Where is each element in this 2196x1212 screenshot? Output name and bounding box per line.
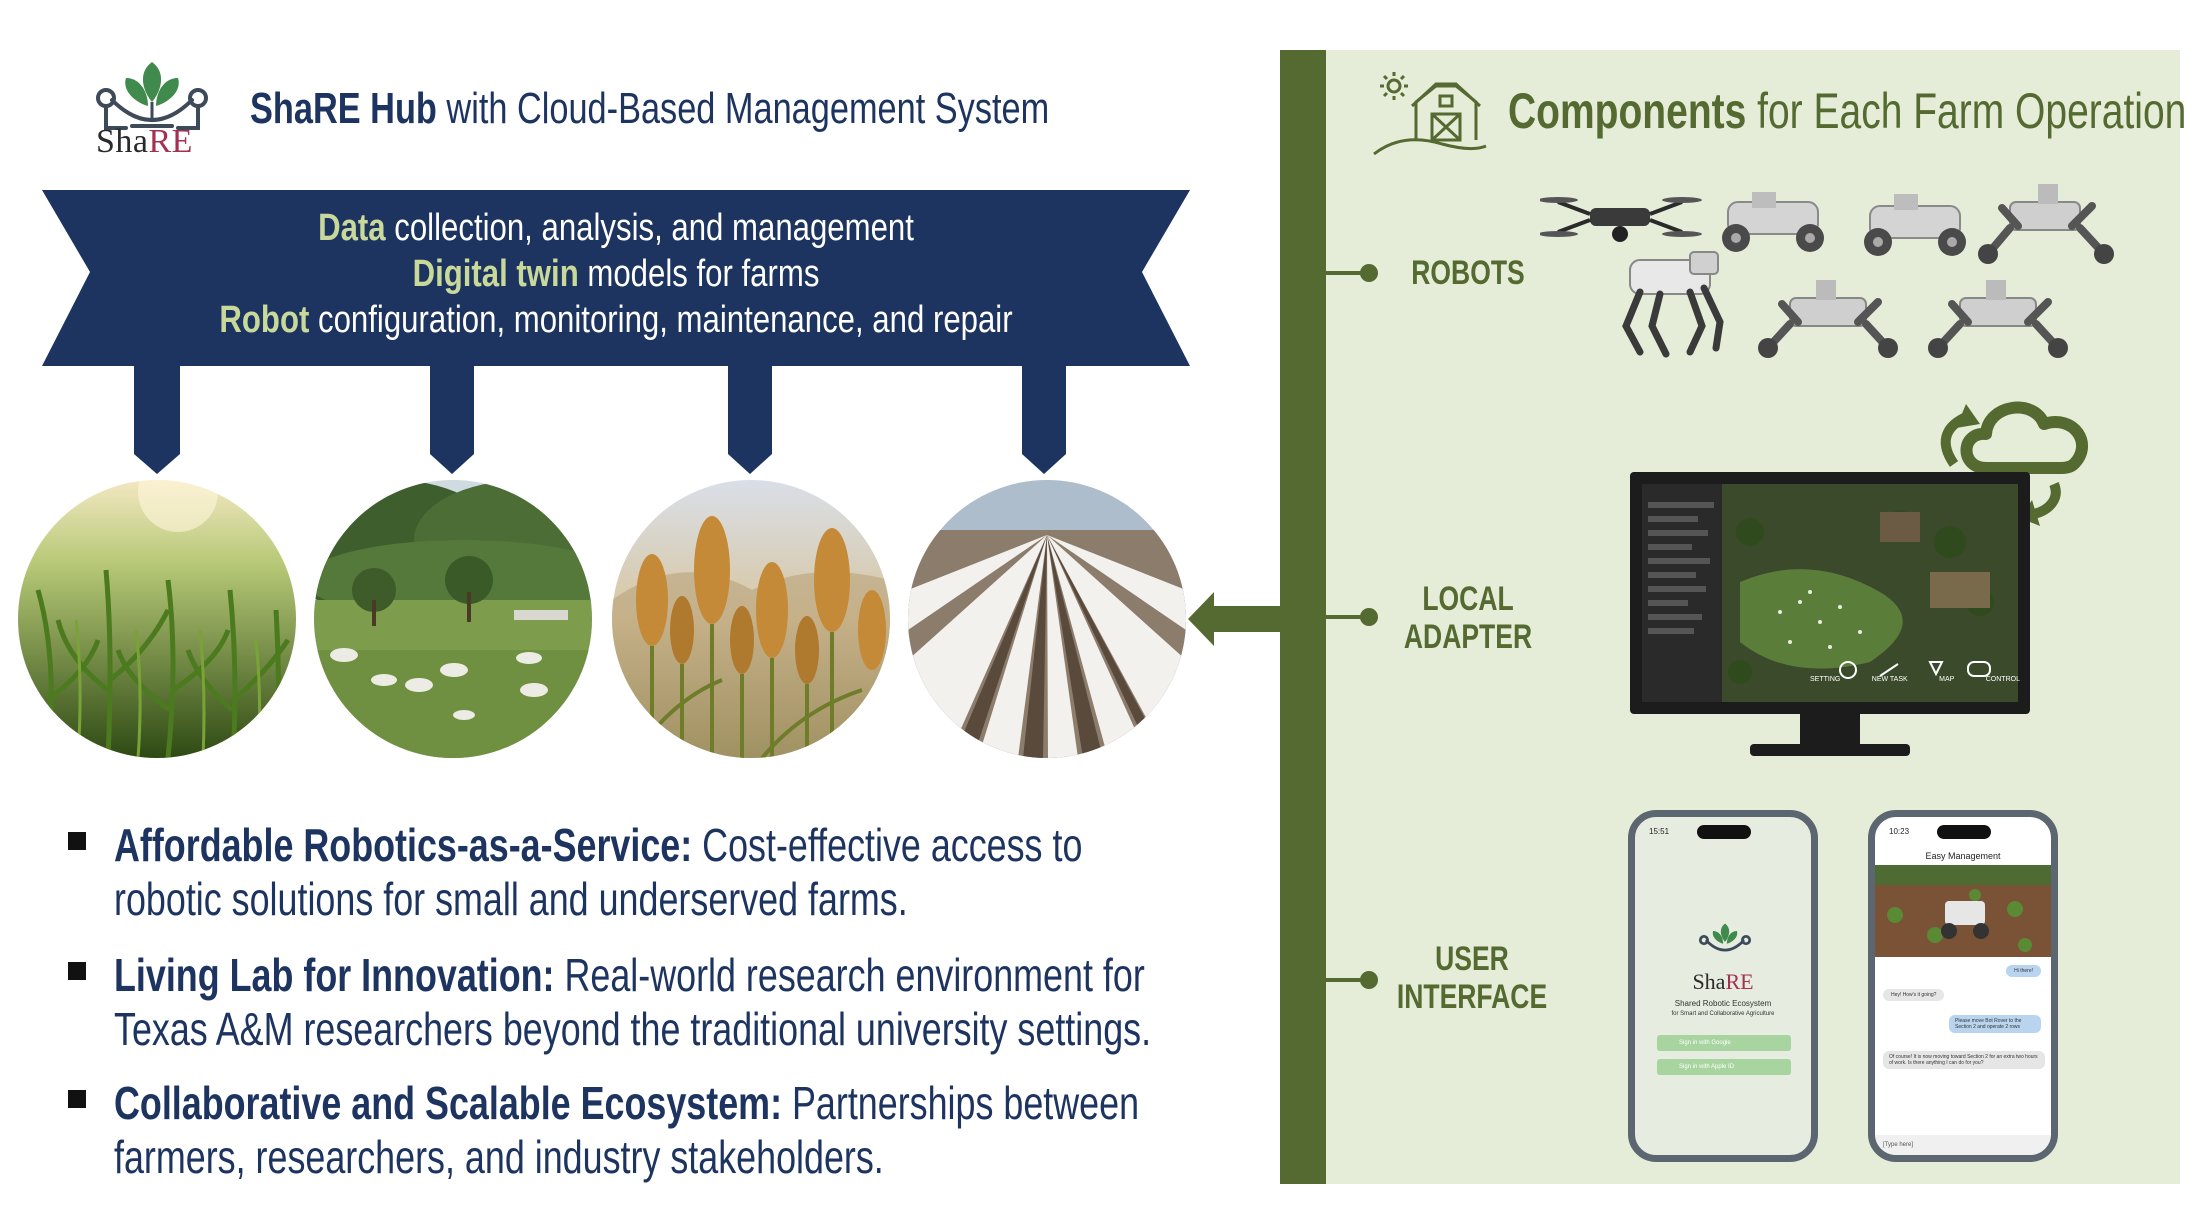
wheel-leg-robot-icon: [1928, 280, 2068, 358]
sorghum-field-photo: [612, 480, 890, 758]
robots-label: ROBOTS: [1411, 254, 1525, 292]
vertical-connector-bar: [1280, 50, 1326, 1184]
google-signin-button[interactable]: Sign in with Google: [1657, 1035, 1791, 1051]
pasture-cattle-photo: [314, 480, 592, 758]
robots-branch-line: [1326, 271, 1374, 275]
phone-notch: [1697, 825, 1751, 839]
banner-line-data: Data collection, analysis, and managemen…: [318, 207, 914, 249]
robots-group: [1540, 184, 2114, 358]
hub-title-rest: with Cloud-Based Management System: [436, 84, 1050, 133]
phone-time: 15:51: [1649, 827, 1670, 836]
chat-msg-bot-2: Of course! It is now moving toward Secti…: [1883, 1051, 2045, 1069]
local-adapter-branch-dot: [1360, 608, 1378, 626]
chat-header: Easy Management: [1925, 851, 2001, 861]
user-interface-branch-line: [1326, 978, 1374, 982]
user-interface-branch-dot: [1360, 971, 1378, 989]
monitor-menu: SETTING NEW TASK MAP CONTROL: [1810, 676, 2020, 683]
bullet-marker: [68, 962, 86, 980]
monitor-menu-new-task[interactable]: NEW TASK: [1871, 676, 1908, 683]
bullet-marker: [68, 1090, 86, 1108]
local-adapter-branch-line: [1326, 615, 1374, 619]
bullet-collaborative-ecosystem: Collaborative and Scalable Ecosystem: Pa…: [68, 1076, 1188, 1186]
hub-connector-arrow: [1188, 592, 1284, 646]
hub-title: ShaRE Hub with Cloud-Based Management Sy…: [250, 84, 1049, 134]
banner-shape: [42, 190, 1190, 474]
corn-field-photo: [18, 480, 296, 758]
robots-branch-dot: [1360, 264, 1378, 282]
monitor-menu-map[interactable]: MAP: [1939, 676, 1955, 683]
banner-line-digital-twin: Digital twin models for farms: [412, 253, 820, 295]
share-logo-icon: [1698, 923, 1752, 952]
bullet-marker: [68, 832, 86, 850]
rover-icon: [1864, 194, 1966, 256]
phone-subtitle-2: for Smart and Collaborative Agriculture: [1671, 1011, 1775, 1017]
rover-icon: [1722, 192, 1824, 252]
phone-notch: [1937, 825, 1991, 839]
wheel-leg-robot-icon: [1758, 280, 1898, 358]
banner-line-robot: Robot configuration, monitoring, mainten…: [219, 299, 1013, 341]
share-logo-icon: [96, 62, 208, 130]
phone-subtitle-1: Shared Robotic Ecosystem: [1674, 999, 1772, 1008]
phone-login-screen: 15:51 ShaRE Shared Robotic Ecosystem for…: [1628, 810, 1818, 1162]
bullet-living-lab: Living Lab for Innovation: Real-world re…: [68, 948, 1188, 1058]
field-robot-photo: [1875, 865, 2051, 957]
robot-dog-icon: [1622, 251, 1724, 358]
monitor-menu-setting[interactable]: SETTING: [1810, 676, 1841, 683]
logo-text: ShaRE: [96, 123, 193, 160]
hub-title-bold: ShaRE Hub: [250, 84, 437, 133]
chat-msg-user-2: Please move Bot Rover to the Section 2 a…: [1949, 1015, 2041, 1033]
wheel-leg-robot-icon: [1978, 184, 2114, 264]
cloud-sync-icon: [1940, 401, 2088, 526]
barn-sun-icon: [1373, 72, 1487, 156]
chat-input[interactable]: [Type here]: [1875, 1135, 2051, 1155]
bullet-affordable-raas: Affordable Robotics-as-a-Service: Cost-e…: [68, 818, 1188, 928]
local-adapter-monitor: [1630, 472, 2030, 756]
components-title: Components for Each Farm Operation: [1508, 83, 2187, 139]
monitor-menu-control[interactable]: CONTROL: [1985, 676, 2020, 683]
phone-brand: ShaRE: [1692, 969, 1754, 994]
phone-chat-screen: 10:23 Easy Management Hi there! Hey! How…: [1868, 810, 2058, 1162]
phone-time: 10:23: [1889, 827, 1910, 836]
chat-msg-bot-1: Hey! How's it going?: [1883, 989, 1945, 1001]
chat-msg-user-1: Hi there!: [2006, 965, 2041, 977]
apple-signin-button[interactable]: Sign in with Apple ID: [1657, 1059, 1791, 1075]
cotton-field-photo: [908, 480, 1186, 758]
drone-icon: [1540, 197, 1702, 242]
